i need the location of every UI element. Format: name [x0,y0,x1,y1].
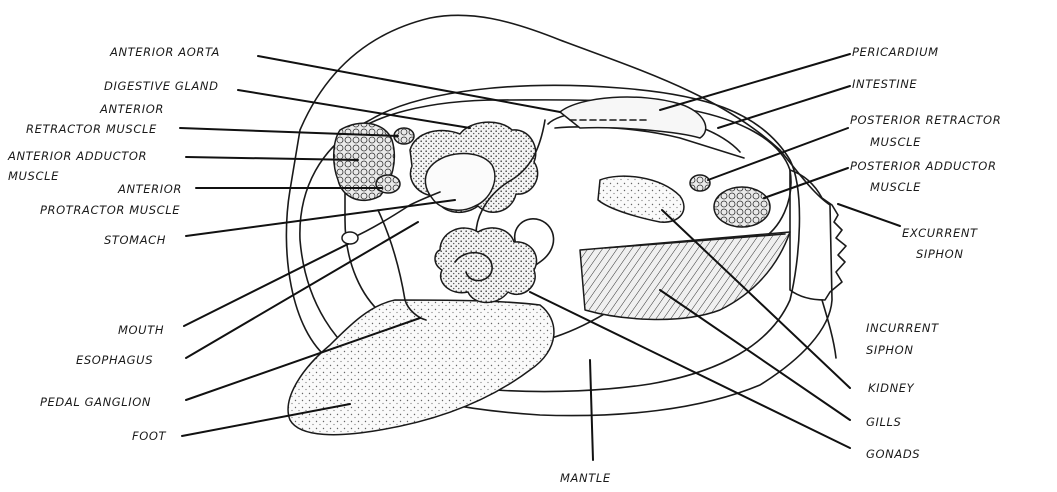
leader-intestine [718,86,850,128]
kidney-organ [598,176,684,222]
label-foot: FOOT [132,429,167,443]
leader-mantle [590,360,593,460]
intestine-loop-3 [555,127,744,158]
label-pericardium: PERICARDIUM [852,45,939,59]
label-anterior-protractor-2: PROTRACTOR MUSCLE [40,203,180,217]
label-posterior-adductor-1: POSTERIOR ADDUCTOR [850,159,997,173]
label-gills: GILLS [866,415,901,429]
label-pedal-ganglion: PEDAL GANGLION [40,395,151,409]
leader-anterior-adductor [186,157,358,160]
leader-posterior-adductor [764,168,848,198]
incurrent-siphon-tube [822,300,836,358]
posterior-retractor-muscle [690,175,710,191]
leader-pericardium [660,54,850,110]
label-gonads: GONADS [866,447,920,461]
label-incurrent-1: INCURRENT [866,321,939,335]
foot [288,300,554,435]
label-anterior-aorta: ANTERIOR AORTA [109,45,220,59]
label-kidney: KIDNEY [868,381,915,395]
leader-lines [180,54,900,460]
label-posterior-retractor-2: MUSCLE [870,135,921,149]
label-esophagus: ESOPHAGUS [76,353,153,367]
label-mouth: MOUTH [118,323,164,337]
anterior-protractor-muscle [376,175,400,193]
posterior-adductor-muscle [714,187,770,227]
label-posterior-adductor-2: MUSCLE [870,180,921,194]
leader-stomach [186,200,455,236]
gonads-organ [435,228,537,303]
leader-mouth [184,244,348,326]
label-posterior-retractor-1: POSTERIOR RETRACTOR [850,113,1001,127]
label-anterior-retractor-2: RETRACTOR MUSCLE [26,122,157,136]
leader-excurrent [838,204,900,226]
label-stomach: STOMACH [104,233,166,247]
leader-gills [660,290,850,420]
label-intestine: INTESTINE [852,77,917,91]
label-excurrent-2: SIPHON [916,247,964,261]
labels-right: PERICARDIUM INTESTINE POSTERIOR RETRACTO… [850,45,1001,461]
mouth-opening [342,232,358,244]
label-incurrent-2: SIPHON [866,343,914,357]
label-mantle: MANTLE [560,471,611,485]
label-anterior-adductor-1: ANTERIOR ADDUCTOR [7,149,147,163]
label-anterior-adductor-2: MUSCLE [8,169,59,183]
labels-left: ANTERIOR AORTA DIGESTIVE GLAND ANTERIOR … [7,45,220,443]
label-excurrent-1: EXCURRENT [902,226,978,240]
label-anterior-protractor-1: ANTERIOR [117,182,182,196]
label-digestive-gland: DIGESTIVE GLAND [104,79,219,93]
label-anterior-retractor-1: ANTERIOR [99,102,164,116]
